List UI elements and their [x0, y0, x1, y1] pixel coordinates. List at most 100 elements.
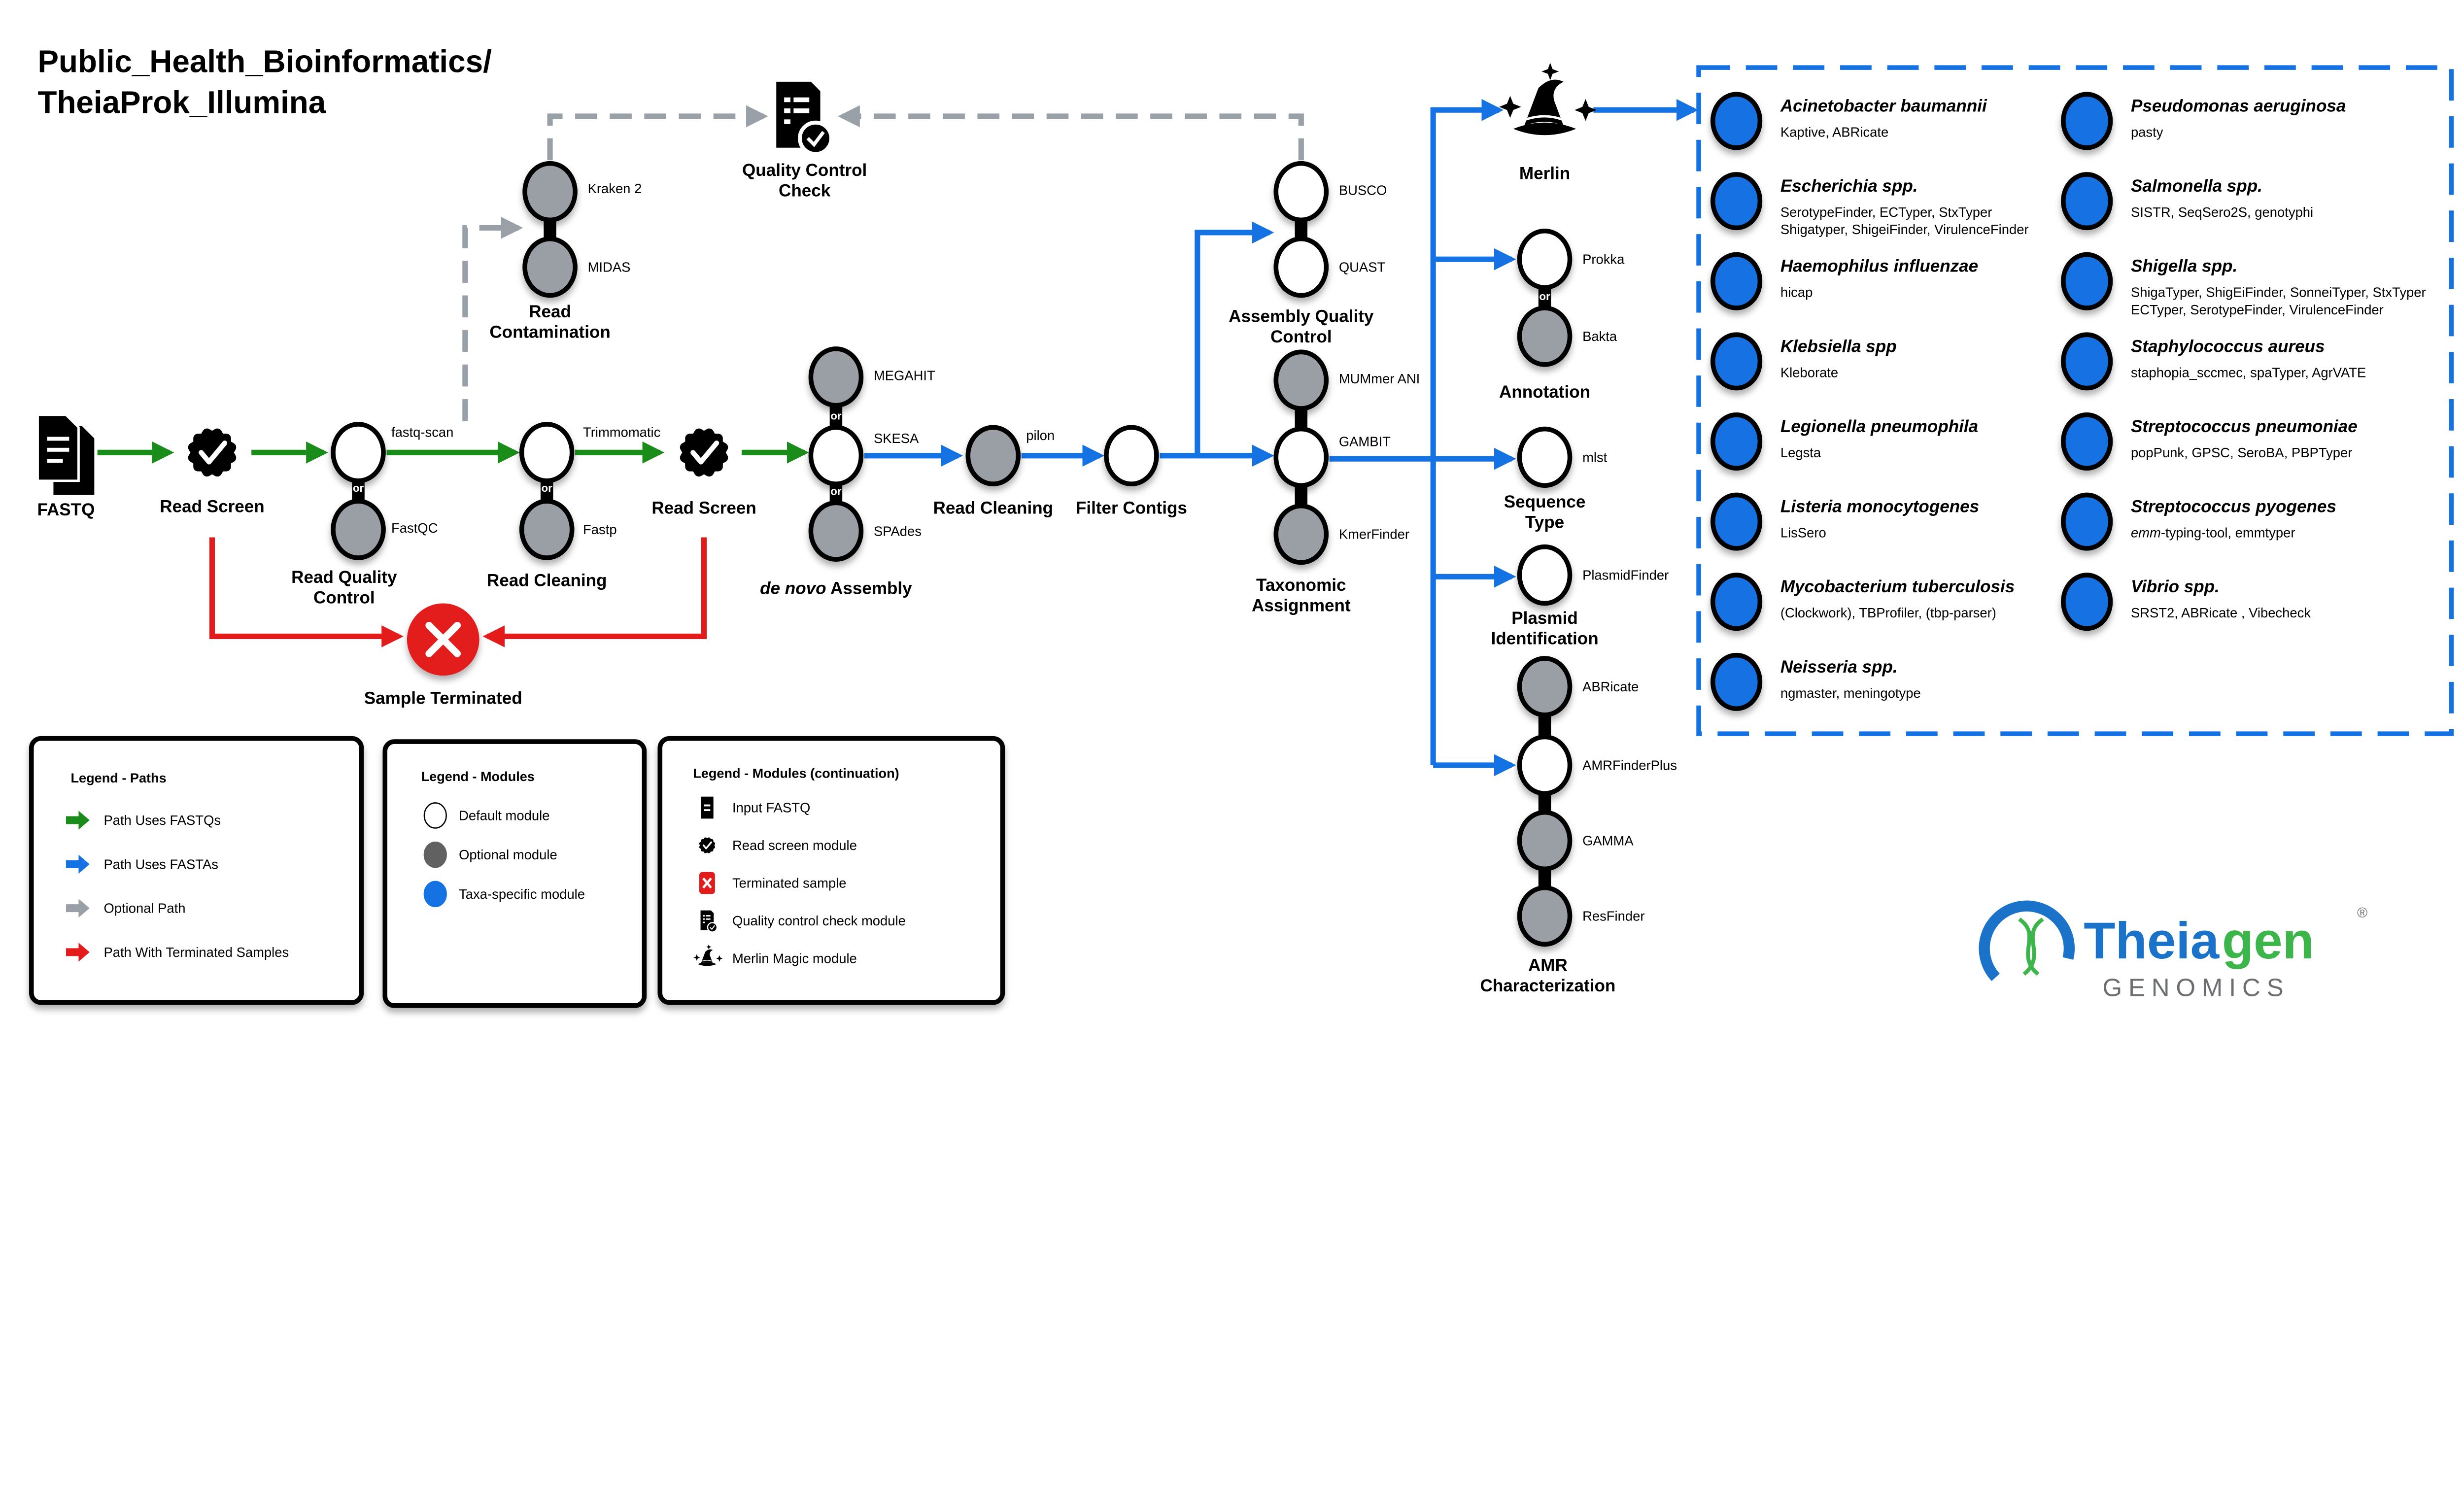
prokka-label: Prokka — [1582, 252, 1625, 267]
read-screen-module-1[interactable]: Read Screen — [160, 427, 265, 516]
taxa-item[interactable]: Salmonella spp.SISTR, SeqSero2S, genotyp… — [2061, 172, 2313, 231]
taxa-module-node[interactable] — [1710, 332, 1763, 391]
read-quality-control-module[interactable]: or fastq-scan FastQC Read Quality Contro… — [291, 422, 453, 608]
kraken2-node[interactable] — [522, 161, 578, 223]
taxa-item[interactable]: Neisseria spp.ngmaster, meningotype — [1710, 652, 1921, 711]
fastq-scan-node[interactable] — [331, 422, 386, 483]
taxonomic-assignment-module[interactable]: MUMmer ANI GAMBIT KmerFinder Taxonomic A… — [1252, 349, 1420, 615]
taxa-module-node[interactable] — [2061, 573, 2113, 631]
x-square-icon — [699, 872, 715, 894]
resfinder-node[interactable] — [1517, 885, 1573, 947]
taxa-module-node[interactable] — [2061, 332, 2113, 391]
taxa-module-node[interactable] — [1710, 652, 1763, 711]
annotation-module[interactable]: or Prokka Bakta Annotation — [1499, 228, 1625, 402]
bakta-node[interactable] — [1517, 306, 1573, 367]
arrow-icon — [66, 943, 90, 962]
or-label: or — [830, 485, 842, 497]
quality-control-check-module[interactable]: Quality Control Check — [742, 82, 867, 201]
fastp-label: Fastp — [583, 522, 617, 537]
taxa-module-node[interactable] — [1710, 172, 1763, 231]
quast-node[interactable] — [1273, 236, 1329, 298]
skesa-node[interactable] — [808, 425, 864, 486]
taxa-module-node[interactable] — [2061, 492, 2113, 551]
megahit-node[interactable] — [808, 346, 864, 408]
taxa-tools: LisSero — [1780, 525, 1826, 541]
plasmidfinder-node[interactable] — [1517, 544, 1573, 606]
read-cleaning-module[interactable]: or Trimmomatic Fastp Read Cleaning — [487, 422, 660, 590]
amrfinderplus-label: AMRFinderPlus — [1582, 757, 1677, 773]
taxa-module-node[interactable] — [1710, 92, 1763, 150]
fastp-node[interactable] — [519, 499, 575, 560]
or-label: or — [353, 482, 364, 494]
busco-node[interactable] — [1273, 161, 1329, 223]
taxa-tools: hicap — [1780, 285, 1813, 300]
mlst-node[interactable] — [1517, 426, 1573, 488]
taxa-name: Acinetobacter baumannii — [1780, 96, 1987, 115]
gamma-node[interactable] — [1517, 810, 1573, 872]
taxa-module-node[interactable] — [2061, 252, 2113, 310]
taxa-item[interactable]: Escherichia spp.SerotypeFinder, ECTyper,… — [1710, 172, 2029, 237]
taxa-name: Streptococcus pyogenes — [2131, 497, 2336, 516]
read-qc-label-2: Control — [313, 588, 375, 607]
taxa-module-node[interactable] — [2061, 172, 2113, 231]
sample-terminated-node[interactable]: Sample Terminated — [364, 603, 522, 708]
filter-contigs-node[interactable] — [1104, 425, 1159, 486]
read-contamination-module[interactable]: Kraken 2 MIDAS Read Contamination — [489, 161, 642, 342]
taxa-module-node[interactable] — [1710, 492, 1763, 551]
taxa-name: Mycobacterium tuberculosis — [1780, 577, 2015, 596]
plasmid-identification-module[interactable]: PlasmidFinder Plasmid Identification — [1491, 544, 1669, 648]
terminated-path-1 — [209, 537, 404, 647]
taxa-module-node[interactable] — [2061, 92, 2113, 150]
trimmomatic-node[interactable] — [519, 422, 575, 483]
resfinder-label: ResFinder — [1582, 909, 1644, 924]
spades-node[interactable] — [808, 500, 864, 562]
taxa-module-node[interactable] — [2061, 412, 2113, 471]
taxa-module-node[interactable] — [1710, 573, 1763, 631]
mummer-ani-node[interactable] — [1273, 349, 1329, 411]
merlin-module[interactable]: Merlin — [1499, 63, 1597, 183]
taxa-name: Haemophilus influenzae — [1780, 257, 1978, 276]
taxa-tools: (Clockwork), TBProfiler, (tbp-parser) — [1780, 605, 1996, 620]
taxa-item[interactable]: Mycobacterium tuberculosis (Clockwork), T… — [1710, 573, 2015, 631]
abricate-node[interactable] — [1517, 656, 1573, 717]
legend-modules-continuation: Legend - Modules (continuation) Input FA… — [657, 736, 1005, 1005]
x-circle-icon — [407, 603, 479, 676]
gambit-node[interactable] — [1273, 426, 1329, 488]
prokka-node[interactable] — [1517, 228, 1573, 290]
de-novo-assembly-module[interactable]: or or MEGAHIT SKESA SPAdes de novo Assem… — [760, 346, 935, 598]
fastq-label: FASTQ — [37, 500, 95, 519]
or-label: or — [542, 482, 553, 494]
fastq-input[interactable]: FASTQ — [36, 413, 95, 519]
amrfinderplus-node[interactable] — [1517, 734, 1573, 796]
legend-path-label: Path With Terminated Samples — [103, 945, 289, 960]
filter-contigs-module[interactable]: Filter Contigs — [1076, 425, 1187, 518]
taxa-item[interactable]: Vibrio spp.SRST2, ABRicate , Vibecheck — [2061, 573, 2311, 631]
taxa-module-node[interactable] — [1710, 412, 1763, 471]
taxa-module-node[interactable] — [1710, 252, 1763, 310]
assembly-quality-control-module[interactable]: BUSCO QUAST Assembly Quality Control — [1229, 161, 1387, 347]
legend-module-cont-label: Merlin Magic module — [732, 951, 857, 966]
amr-characterization-module[interactable]: ABRicate AMRFinderPlus GAMMA ResFinder A… — [1480, 656, 1677, 995]
taxa-tools: pasty — [2131, 124, 2163, 139]
logo-wordmark-gen: gen — [2222, 912, 2314, 970]
sequence-type-module[interactable]: mlst Sequence Type — [1504, 426, 1608, 532]
midas-node[interactable] — [522, 236, 578, 298]
taxa-item[interactable]: Haemophilus influenzae hicap — [1710, 252, 1978, 310]
read-screen-module-2[interactable]: Read Screen — [651, 427, 756, 518]
legend-module-label: Optional module — [459, 847, 557, 862]
taxa-tools: ECTyper, SerotypeFinder, VirulenceFinder — [2131, 302, 2384, 317]
fastqc-node[interactable] — [331, 499, 386, 560]
pilon-read-cleaning-module[interactable]: pilon Read Cleaning — [933, 425, 1055, 518]
kmerfinder-node[interactable] — [1273, 503, 1329, 565]
pilon-node[interactable] — [965, 425, 1021, 486]
taxa-item[interactable]: Shigella spp.ShigaTyper, ShigEiFinder, S… — [2061, 252, 2426, 317]
